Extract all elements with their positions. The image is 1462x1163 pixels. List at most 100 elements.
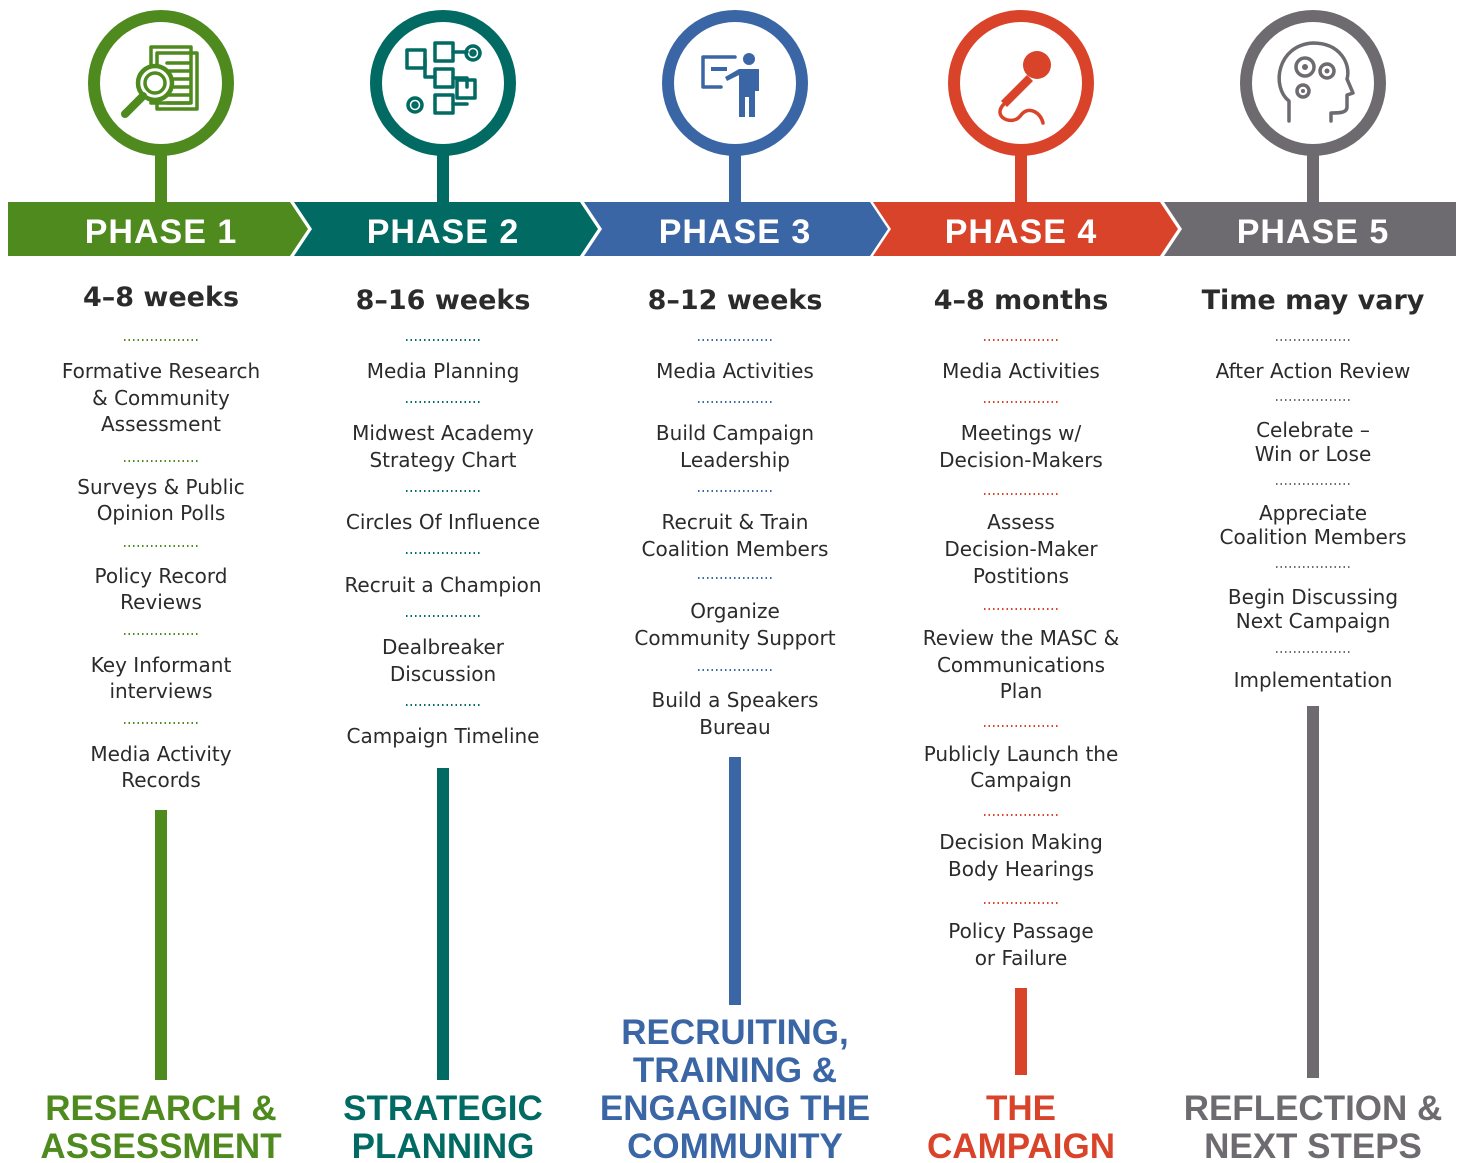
task-text: Records <box>121 768 201 792</box>
task-text: Review the MASC & <box>923 626 1119 650</box>
phase-connector-line <box>1015 988 1027 1075</box>
task-text: Circles Of Influence <box>346 510 540 534</box>
phase-duration: 8–16 weeks <box>356 285 531 316</box>
phase-connector-line <box>729 757 741 1005</box>
task-text: Media Activities <box>656 359 814 383</box>
task-item: After Action Review <box>1216 359 1411 383</box>
presenter-icon <box>701 53 759 117</box>
task-text: Meetings w/ <box>961 421 1082 445</box>
task-item: Meetings w/Decision-Makers <box>939 421 1103 472</box>
footer-title-line: ENGAGING THE <box>600 1089 870 1128</box>
phase-label: PHASE 1 <box>85 213 238 251</box>
task-text: Formative Research <box>62 359 260 383</box>
footer-title-line: PLANNING <box>352 1127 535 1163</box>
task-text: Build a Speakers <box>652 688 819 712</box>
task-text: Publicly Launch the <box>924 742 1119 766</box>
task-text: Organize <box>690 599 780 623</box>
task-text: Recruit a Champion <box>344 573 541 597</box>
footer-title-line: RESEARCH & <box>45 1089 276 1128</box>
microphone-icon <box>998 51 1051 125</box>
task-text: Next Campaign <box>1236 609 1391 633</box>
phase-banner-segment <box>8 202 308 256</box>
task-text: Postitions <box>973 564 1069 588</box>
phase-label: PHASE 3 <box>659 213 812 251</box>
task-text: Celebrate – <box>1256 418 1370 442</box>
icon-stem <box>1015 150 1027 204</box>
phase-duration: 8–12 weeks <box>648 285 823 316</box>
phase-duration: 4–8 months <box>934 285 1109 316</box>
phase-footer-title: RESEARCH &ASSESSMENT <box>40 1089 281 1163</box>
task-text: After Action Review <box>1216 359 1411 383</box>
phase-banner-segment <box>584 202 888 256</box>
task-text: Discussion <box>390 662 496 686</box>
phase-duration: 4–8 weeks <box>83 282 239 313</box>
task-text: Campaign <box>970 768 1072 792</box>
task-text: Body Hearings <box>948 857 1094 881</box>
task-text: Coalition Members <box>1220 525 1407 549</box>
phase-banner-segment <box>294 202 598 256</box>
strategy-flowchart-icon <box>405 41 482 115</box>
phase-banner-segment <box>1164 202 1456 256</box>
footer-title-line: REFLECTION & <box>1184 1089 1443 1128</box>
task-text: Win or Lose <box>1255 442 1372 466</box>
task-item: Circles Of Influence <box>346 510 540 534</box>
phase-footer-title: REFLECTION &NEXT STEPS <box>1184 1089 1443 1163</box>
phase-banner-segment <box>873 202 1178 256</box>
task-text: Key Informant <box>91 653 232 677</box>
phase-icon-ring <box>662 10 808 156</box>
task-text: Media Planning <box>367 359 520 383</box>
task-text: Midwest Academy <box>352 421 534 445</box>
task-text: Decision Making <box>939 830 1103 854</box>
task-text: Assessment <box>101 412 221 436</box>
task-text: Recruit & Train <box>662 510 809 534</box>
task-text: Leadership <box>680 448 790 472</box>
footer-title-line: THE <box>986 1089 1056 1128</box>
document-magnifier-icon <box>121 45 199 118</box>
task-text: Coalition Members <box>642 537 829 561</box>
task-text: Begin Discussing <box>1228 585 1398 609</box>
footer-title-line: TRAINING & <box>633 1051 837 1090</box>
icon-stem <box>437 150 449 204</box>
task-text: or Failure <box>975 946 1068 970</box>
task-text: Appreciate <box>1259 501 1367 525</box>
task-text: Policy Passage <box>948 919 1093 943</box>
icon-stem <box>155 150 167 204</box>
task-item: Campaign Timeline <box>347 724 540 748</box>
phase-footer-title: RECRUITING,TRAINING &ENGAGING THECOMMUNI… <box>600 1013 870 1163</box>
task-text: Bureau <box>699 715 770 739</box>
task-item: Policy Passage or Failure <box>948 919 1093 970</box>
footer-title-line: COMMUNITY <box>627 1127 843 1163</box>
task-text: Media Activity <box>90 742 231 766</box>
task-item: Media Activities <box>942 359 1100 383</box>
task-text: Community Support <box>634 626 835 650</box>
task-text: & Community <box>92 386 230 410</box>
phase-connector-line <box>1307 706 1319 1078</box>
footer-title-line: STRATEGIC <box>343 1089 543 1128</box>
task-text: Campaign Timeline <box>347 724 540 748</box>
task-text: Decision-Maker <box>944 537 1098 561</box>
footer-title-line: ASSESSMENT <box>40 1127 281 1163</box>
footer-title-line: NEXT STEPS <box>1204 1127 1422 1163</box>
task-item: Media Planning <box>367 359 520 383</box>
task-text: Dealbreaker <box>382 635 505 659</box>
task-text: Surveys & Public <box>77 475 245 499</box>
phase-connector-line <box>437 768 449 1080</box>
phase-icon-ring <box>370 10 516 156</box>
